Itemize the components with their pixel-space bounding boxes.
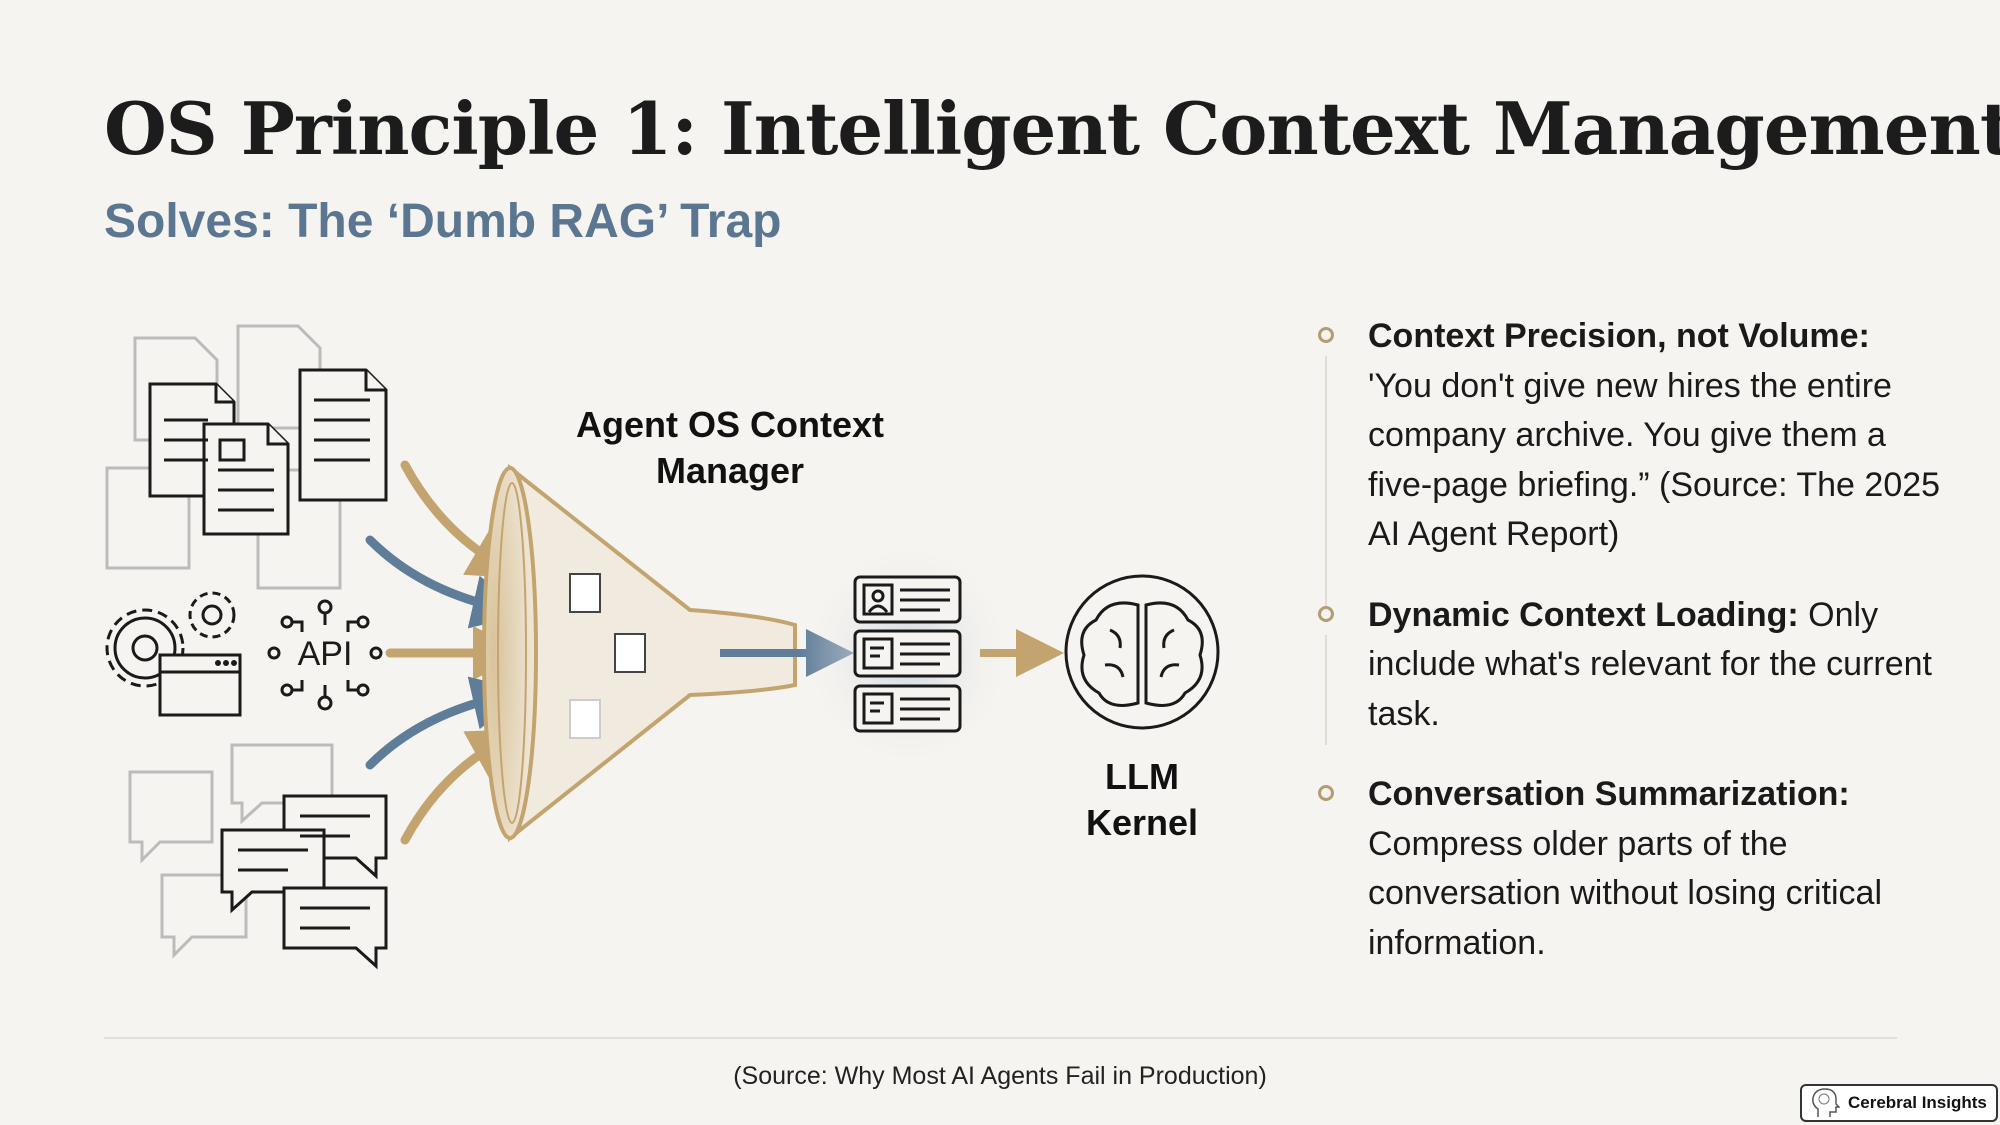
bullet-context-precision: Context Precision, not Volume: 'You don'… [1318, 312, 1958, 606]
bullet-circle-icon [1318, 785, 1334, 801]
bullet-body: Compress older parts of the conversation… [1368, 824, 1883, 962]
bullet-heading: Conversation Summarization: [1368, 775, 1850, 813]
llm-kernel-label: LLM Kernel [1042, 754, 1242, 846]
kernel-label-line1: LLM [1105, 756, 1179, 797]
kernel-label-line2: Kernel [1085, 802, 1199, 843]
chat-bubble-icon [220, 794, 388, 970]
source-citation: (Source: Why Most AI Agents Fail in Prod… [733, 1062, 1267, 1090]
bullet-conversation-summarization: Conversation Summarization: Compress old… [1318, 770, 1958, 968]
bullet-body: Only include what's relevant for the cur… [1368, 595, 1933, 733]
principle-bullet-list: Context Precision, not Volume: 'You don'… [1318, 312, 1958, 968]
bullet-heading: Dynamic Context Loading: [1368, 595, 1799, 634]
bullet-circle-icon [1318, 605, 1334, 622]
bullet-circle-icon [1318, 327, 1334, 343]
documents-icon-cluster [105, 324, 388, 590]
llm-kernel-brain-icon [1064, 574, 1220, 730]
document-icon [148, 368, 388, 536]
page-subtitle: Solves: The ‘Dumb RAG’ Trap [104, 195, 782, 248]
bullet-dynamic-loading: Dynamic Context Loading: Only include wh… [1318, 591, 1958, 745]
brand-name: Cerebral Insights [1848, 1093, 1987, 1112]
page-title: OS Principle 1: Intelligent Context Mana… [104, 86, 2000, 171]
filtered-document-icon [569, 573, 646, 739]
bullet-body: 'You don't give new hires the entire com… [1368, 366, 1941, 554]
chat-bubbles-icon-cluster [128, 743, 388, 970]
brand-badge: Cerebral Insights [1800, 1084, 1998, 1122]
input-arrows [365, 460, 527, 845]
gears-settings-icon [105, 591, 242, 717]
api-label: API [298, 635, 353, 673]
faded-chat-bubble-icon [128, 743, 334, 959]
context-manager-funnel [482, 463, 797, 843]
head-profile-logo-icon [1812, 1088, 1840, 1117]
curated-context-cards [853, 575, 962, 733]
timeline-divider [1325, 356, 1327, 606]
timeline-divider [1325, 634, 1327, 745]
api-icon: API [267, 599, 383, 711]
footer-divider [104, 1037, 1897, 1039]
bullet-heading: Context Precision, not Volume: [1368, 317, 1870, 355]
context-manager-label: Agent OS Context Manager [575, 404, 884, 491]
